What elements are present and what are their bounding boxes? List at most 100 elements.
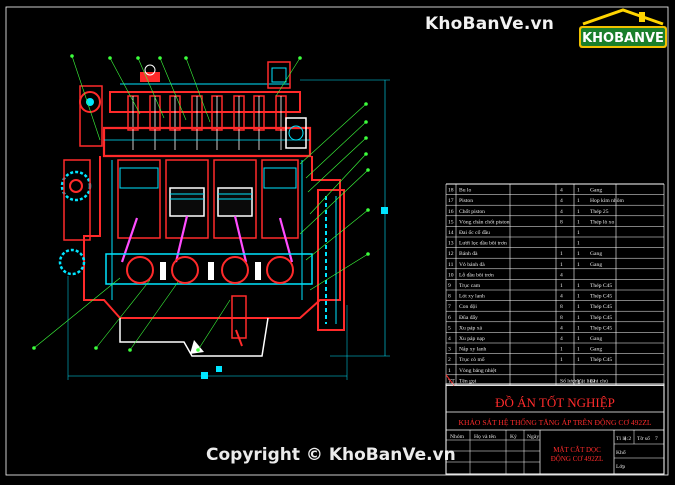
table-header-material: Ghi chú xyxy=(590,378,608,384)
table-cell-no: 13 xyxy=(448,241,454,247)
drawing-frame xyxy=(5,6,669,476)
table-cell-material: Gang xyxy=(590,188,602,194)
table-cell-material-flag: 1 xyxy=(577,315,580,321)
col-label-date: Ngày xyxy=(527,434,539,440)
table-cell-material-flag: 1 xyxy=(577,304,580,310)
sheet-value: 7 xyxy=(655,436,658,442)
drawing-title-line-1: MẶT CẮT DỌC xyxy=(553,446,601,454)
table-cell-material: Thép lò xo xyxy=(590,219,614,225)
table-cell-name: Đai ốc cổ đầu xyxy=(459,229,490,236)
table-cell-material-flag: 1 xyxy=(577,347,580,353)
table-cell-qty: 4 xyxy=(560,325,563,331)
table-cell-name: Trục cam xyxy=(459,283,481,289)
table-cell-no: 14 xyxy=(448,230,454,236)
right-label-class: Lớp xyxy=(616,464,625,470)
table-cell-name: Vòng chắn chốt piston xyxy=(459,218,510,225)
table-cell-no: 7 xyxy=(448,304,451,310)
table-cell-name: Vỏ bánh đà xyxy=(459,262,485,268)
table-cell-material-flag: 1 xyxy=(577,198,580,204)
table-cell-no: 1 xyxy=(448,368,451,374)
table-cell-name: Trục cò mổ xyxy=(459,356,485,363)
table-cell-no: 9 xyxy=(448,283,451,289)
table-cell-material: Thép C45 xyxy=(590,294,612,300)
table-cell-no: 18 xyxy=(448,188,454,194)
scale-value: 1:2 xyxy=(624,436,631,442)
table-cell-material-flag: 1 xyxy=(577,262,580,268)
table-cell-material-flag: 1 xyxy=(577,251,580,257)
logo-text: KHOBANVE xyxy=(582,31,664,46)
table-cell-material: Thép C45 xyxy=(590,325,612,331)
engine-section xyxy=(32,54,390,380)
table-cell-name: Piston xyxy=(459,198,473,204)
drawing-title-line-2: ĐỘNG CƠ 492ZL xyxy=(551,455,604,463)
table-header-qty: Số lượng xyxy=(560,377,581,384)
table-cell-qty: 1 xyxy=(560,357,563,363)
table-cell-no: 17 xyxy=(448,198,454,204)
table-cell-material: Thép C45 xyxy=(590,357,612,363)
table-cell-name: Lưới lọc dầu bôi trơn xyxy=(459,240,507,247)
table-cell-qty: 4 xyxy=(560,272,563,278)
table-cell-no: 2 xyxy=(448,357,451,363)
table-cell-no: 16 xyxy=(448,209,454,215)
table-cell-qty: 4 xyxy=(560,188,563,194)
watermark-copyright: Copyright © KhoBanVe.vn xyxy=(206,445,456,465)
col-label-group: Nhóm xyxy=(450,434,465,440)
table-cell-material-flag: 1 xyxy=(577,357,580,363)
table-cell-name: Lót xy lanh xyxy=(459,294,485,300)
project-title: ĐỒ ÁN TỐT NGHIỆP xyxy=(495,395,615,410)
khobanve-logo: KHOBANVE xyxy=(579,8,667,48)
table-cell-name: Con đội xyxy=(459,304,477,310)
table-cell-qty: 1 xyxy=(560,347,563,353)
table-cell-material: Thép C45 xyxy=(590,283,612,289)
table-cell-qty: 4 xyxy=(560,209,563,215)
table-cell-material: Gang xyxy=(590,336,602,342)
table-cell-qty: 1 xyxy=(560,262,563,268)
table-cell-no: 15 xyxy=(448,219,454,225)
table-cell-material: Gang xyxy=(590,251,602,257)
table-cell-material-flag: 1 xyxy=(577,336,580,342)
right-label-sheet: Tờ số xyxy=(637,435,650,442)
table-cell-no: 6 xyxy=(448,315,451,321)
table-cell-name: Chốt piston xyxy=(459,208,485,215)
col-label-sign: Ký xyxy=(510,434,517,440)
table-cell-qty: 1 xyxy=(560,283,563,289)
right-label-scale: Tỉ lệ xyxy=(616,436,627,442)
table-cell-material: Hop kim nhôm xyxy=(590,198,625,204)
table-cell-name: Vòng bảng nhiệt xyxy=(459,368,497,374)
table-cell-material-flag: 1 xyxy=(577,294,580,300)
table-cell-material: Thép 25 xyxy=(590,209,609,215)
table-cell-qty: 1 xyxy=(560,251,563,257)
table-cell-material-flag: 1 xyxy=(577,283,580,289)
table-cell-name: Bánh đà xyxy=(459,251,478,257)
table-cell-qty: 4 xyxy=(560,198,563,204)
watermark-top: KhoBanVe.vn xyxy=(425,14,555,34)
table-cell-material-flag: 1 xyxy=(577,230,580,236)
table-cell-no: 11 xyxy=(448,262,454,268)
table-header-material-flag: Vật liệu xyxy=(577,378,595,384)
table-cell-material: Thép C45 xyxy=(590,315,612,321)
table-cell-material-flag: 1 xyxy=(577,219,580,225)
table-cell-material-flag: 1 xyxy=(577,241,580,247)
table-cell-no: 8 xyxy=(448,294,451,300)
table-cell-name: Nắp xy lanh xyxy=(459,346,487,353)
table-cell-material-flag: 1 xyxy=(577,325,580,331)
table-header-name: Tên gọi xyxy=(459,378,477,384)
table-cell-material-flag: 1 xyxy=(577,188,580,194)
table-cell-material-flag: 1 xyxy=(577,209,580,215)
table-cell-qty: 8 xyxy=(560,219,563,225)
table-cell-qty: 4 xyxy=(560,294,563,300)
table-cell-name: Xu páp xả xyxy=(459,325,483,331)
subject-title: KHẢO SÁT HỆ THỐNG TĂNG ÁP TRÊN ĐỘNG CƠ 4… xyxy=(458,417,651,427)
title-block: ĐỒ ÁN TỐT NGHIỆP KHẢO SÁT HỆ THỐNG TĂNG … xyxy=(445,383,665,475)
table-cell-material: Gang xyxy=(590,262,602,268)
table-cell-qty: 8 xyxy=(560,304,563,310)
table-cell-material: Gang xyxy=(590,347,602,353)
table-cell-qty: 8 xyxy=(560,315,563,321)
table-cell-no: 4 xyxy=(448,336,451,342)
col-label-name: Họ và tên xyxy=(474,434,496,440)
table-cell-name: Đũa đẩy xyxy=(459,314,478,321)
table-cell-no: 5 xyxy=(448,325,451,331)
right-label-format: Khổ xyxy=(616,449,626,456)
